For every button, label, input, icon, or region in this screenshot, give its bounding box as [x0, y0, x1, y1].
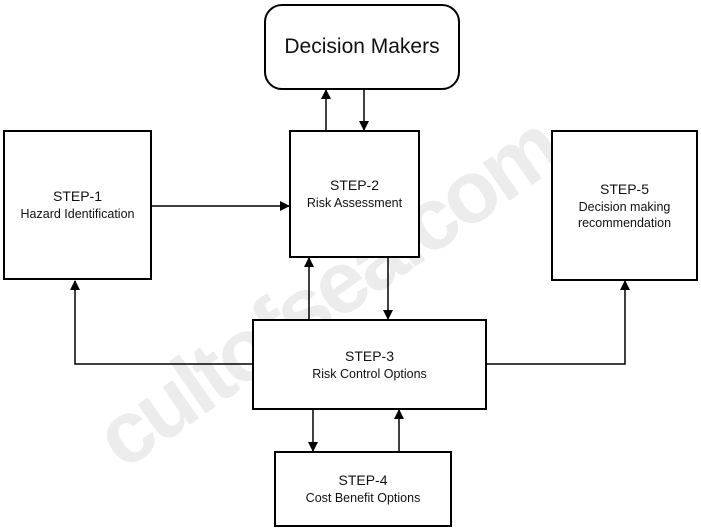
node-step4-subtitle: Cost Benefit Options: [305, 491, 421, 506]
node-decision-makers: Decision Makers: [264, 4, 460, 90]
node-step2-title: STEP-2: [329, 177, 379, 194]
arrow-step3-to-step1: [70, 280, 252, 365]
node-step1: STEP-1 Hazard Identification: [3, 130, 152, 280]
node-step4: STEP-4 Cost Benefit Options: [274, 451, 452, 527]
node-step3-subtitle: Risk Control Options: [312, 366, 427, 381]
node-step5-title: STEP-5: [599, 180, 649, 197]
node-decision-makers-title: Decision Makers: [284, 34, 440, 58]
arrow-step3-to-step5: [487, 280, 630, 365]
node-step5-subtitle: Decision making recommendation: [577, 199, 672, 230]
node-step2-subtitle: Risk Assessment: [306, 196, 403, 211]
node-step3-title: STEP-3: [344, 347, 394, 364]
node-step1-title: STEP-1: [52, 188, 102, 205]
node-step5: STEP-5 Decision making recommendation: [551, 130, 698, 281]
node-step2: STEP-2 Risk Assessment: [289, 130, 420, 258]
node-step3: STEP-3 Risk Control Options: [252, 319, 487, 410]
node-step4-title: STEP-4: [338, 472, 388, 489]
node-step1-subtitle: Hazard Identification: [20, 207, 135, 222]
